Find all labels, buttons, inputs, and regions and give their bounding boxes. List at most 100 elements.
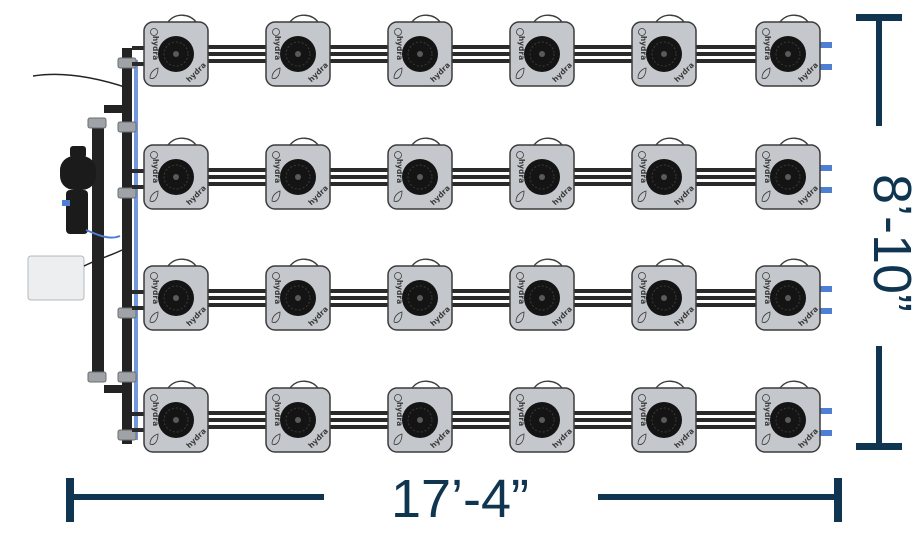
site-brand-label-left: hydra xyxy=(763,36,772,60)
site-brand-label-left: hydra xyxy=(151,159,160,183)
site-brand-label-left: hydra xyxy=(151,280,160,304)
net-pot-mesh xyxy=(775,407,801,433)
row-tube xyxy=(176,296,788,300)
pipe-fitting xyxy=(117,371,137,383)
site-feed-tube xyxy=(779,14,809,23)
return-manifold-pipe xyxy=(122,48,132,444)
net-pot-center xyxy=(417,295,423,301)
grow-row xyxy=(176,165,832,193)
row-end-connector-bottom xyxy=(820,64,832,70)
leaf-icon xyxy=(393,67,403,79)
site-feed-tube xyxy=(411,137,441,146)
leaf-icon xyxy=(761,433,771,445)
net-pot-mesh xyxy=(407,164,433,190)
net-pot-center xyxy=(295,51,301,57)
height-dimension-tick-top xyxy=(856,14,902,21)
row-tube xyxy=(176,52,788,56)
pump-connector xyxy=(62,200,70,206)
hydra-logo-icon xyxy=(272,151,280,159)
site-brand-label-left: hydra xyxy=(273,36,282,60)
site-feed-tube xyxy=(167,380,197,389)
net-pot-mesh xyxy=(775,285,801,311)
net-pot-center xyxy=(417,51,423,57)
leaf-icon xyxy=(271,190,281,202)
net-pot-center xyxy=(539,417,545,423)
site-feed-tube xyxy=(533,14,563,23)
controller-housing xyxy=(27,255,85,301)
hydra-logo-icon xyxy=(394,272,402,280)
site-feed-tube xyxy=(533,137,563,146)
site-feed-tube xyxy=(289,137,319,146)
leaf-icon xyxy=(393,190,403,202)
net-pot-mesh xyxy=(651,164,677,190)
net-pot-mesh xyxy=(163,164,189,190)
hydra-logo-icon xyxy=(150,394,158,402)
width-dimension-tick-right xyxy=(834,478,842,522)
site-brand-label-left: hydra xyxy=(395,280,404,304)
leaf-icon xyxy=(515,433,525,445)
hydra-logo-icon xyxy=(150,151,158,159)
manifold-branch-bottom xyxy=(132,185,146,189)
controller-box-icon xyxy=(27,249,123,301)
supply-manifold-pipe xyxy=(92,120,104,382)
net-pot-center xyxy=(173,174,179,180)
hydra-logo-icon xyxy=(394,151,402,159)
net-pot-center xyxy=(295,174,301,180)
leaf-icon xyxy=(637,67,647,79)
row-end-connector-bottom xyxy=(820,430,832,436)
net-pot-center xyxy=(539,295,545,301)
row-end-connector-bottom xyxy=(820,308,832,314)
site-feed-tube xyxy=(167,258,197,267)
site-brand-label-left: hydra xyxy=(517,159,526,183)
manifold-branch-bottom xyxy=(132,62,146,66)
manifold-branch-top xyxy=(132,169,146,173)
site-feed-tube xyxy=(411,380,441,389)
net-pot-center xyxy=(661,417,667,423)
leaf-icon xyxy=(637,433,647,445)
site-brand-label-left: hydra xyxy=(151,402,160,426)
site-feed-tube xyxy=(167,14,197,23)
net-pot-center xyxy=(417,417,423,423)
row-tube xyxy=(176,59,788,63)
controller-cable xyxy=(83,249,123,267)
hydra-logo-icon xyxy=(394,28,402,36)
net-pot-center xyxy=(785,174,791,180)
site-feed-tube xyxy=(655,258,685,267)
manifold-branch-bottom xyxy=(132,306,146,310)
row-end-connector-bottom xyxy=(820,187,832,193)
hydra-logo-icon xyxy=(638,28,646,36)
hydra-logo-icon xyxy=(516,28,524,36)
site-feed-tube xyxy=(289,14,319,23)
net-pot-mesh xyxy=(163,41,189,67)
net-pot-center xyxy=(295,295,301,301)
plumbing-group xyxy=(27,46,146,444)
hydra-logo-icon xyxy=(516,151,524,159)
net-pot-mesh xyxy=(285,164,311,190)
hydra-logo-icon xyxy=(394,394,402,402)
site-brand-label-left: hydra xyxy=(395,36,404,60)
site-brand-label-left: hydra xyxy=(639,159,648,183)
grow-sites-group: hydrahydrahydrahydrahydrahydrahydrahydra… xyxy=(143,14,821,453)
net-pot-mesh xyxy=(529,164,555,190)
net-pot-center xyxy=(539,51,545,57)
site-feed-tube xyxy=(779,137,809,146)
site-brand-label-left: hydra xyxy=(517,402,526,426)
row-end-connector-top xyxy=(820,42,832,48)
leaf-icon xyxy=(149,67,159,79)
row-tube xyxy=(176,289,788,293)
leaf-icon xyxy=(515,190,525,202)
leaf-icon xyxy=(761,311,771,323)
grow-rows-group xyxy=(176,42,832,436)
row-tube xyxy=(176,303,788,307)
row-tube xyxy=(176,175,788,179)
